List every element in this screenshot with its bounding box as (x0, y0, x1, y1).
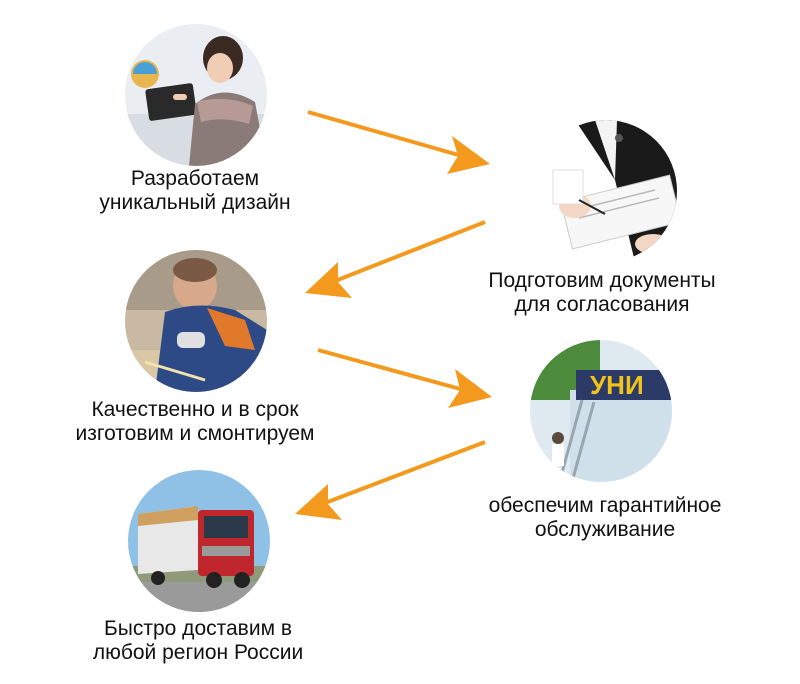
warranty-sign-text: УНИ (590, 370, 644, 400)
documents-caption-line1: Подготовим документы (488, 269, 716, 292)
manufacture-caption-line1: Качественно и в срок (91, 398, 299, 421)
delivery-caption-line2: любой регион России (92, 641, 304, 664)
arrow-manufacture-to-warranty (317, 348, 492, 408)
design-photo (125, 24, 267, 166)
arrow-design-to-documents (307, 110, 490, 174)
manufacture-photo (125, 250, 267, 392)
warranty-caption: обеспечим гарантийное обслуживание (460, 494, 750, 542)
manufacture-caption-line2: изготовим и смонтируем (75, 422, 315, 445)
documents-caption-line2: для согласования (514, 293, 690, 316)
design-caption-line1: Разработаем (130, 167, 260, 190)
design-caption: Разработаем уникальный дизайн (60, 167, 330, 215)
delivery-photo (128, 470, 270, 612)
documents-photo (535, 120, 677, 262)
manufacture-caption: Качественно и в срок изготовим и смонтир… (50, 398, 340, 446)
delivery-caption-line1: Быстро доставим в (104, 617, 292, 640)
delivery-caption: Быстро доставим в любой регион России (58, 617, 338, 665)
warranty-photo: УНИ (530, 340, 672, 482)
documents-caption: Подготовим документы для согласования (462, 269, 742, 317)
warranty-caption-line1: обеспечим гарантийное (488, 494, 722, 517)
arrow-documents-to-manufacture (305, 220, 486, 298)
design-caption-line2: уникальный дизайн (99, 191, 291, 214)
arrow-warranty-to-delivery (295, 440, 486, 520)
warranty-caption-line2: обслуживание (534, 518, 676, 541)
